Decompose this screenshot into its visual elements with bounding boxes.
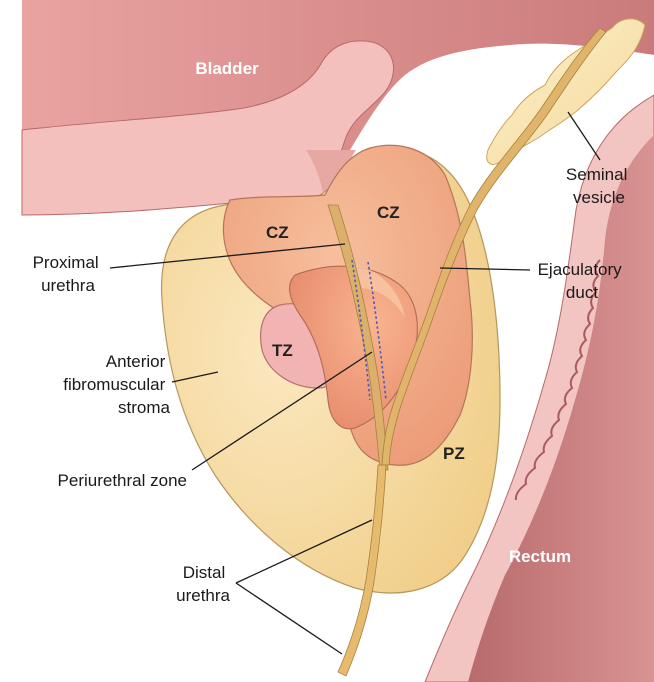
cz-right-label: CZ: [377, 203, 400, 222]
anterior-stroma-label: Anterior fibromuscular stroma: [63, 352, 170, 417]
leader-distal-urethra-lower: [236, 583, 342, 654]
rectum-label: Rectum: [509, 547, 571, 566]
pz-label: PZ: [443, 444, 465, 463]
leader-seminal-vesicle: [568, 112, 600, 160]
bladder-label: Bladder: [195, 59, 259, 78]
distal-urethra-label: Distal urethra: [176, 563, 230, 605]
cz-left-label: CZ: [266, 223, 289, 242]
tz-label: TZ: [272, 341, 293, 360]
proximal-urethra-label: Proximal urethra: [33, 253, 104, 295]
periurethral-zone-label: Periurethral zone: [58, 471, 187, 490]
